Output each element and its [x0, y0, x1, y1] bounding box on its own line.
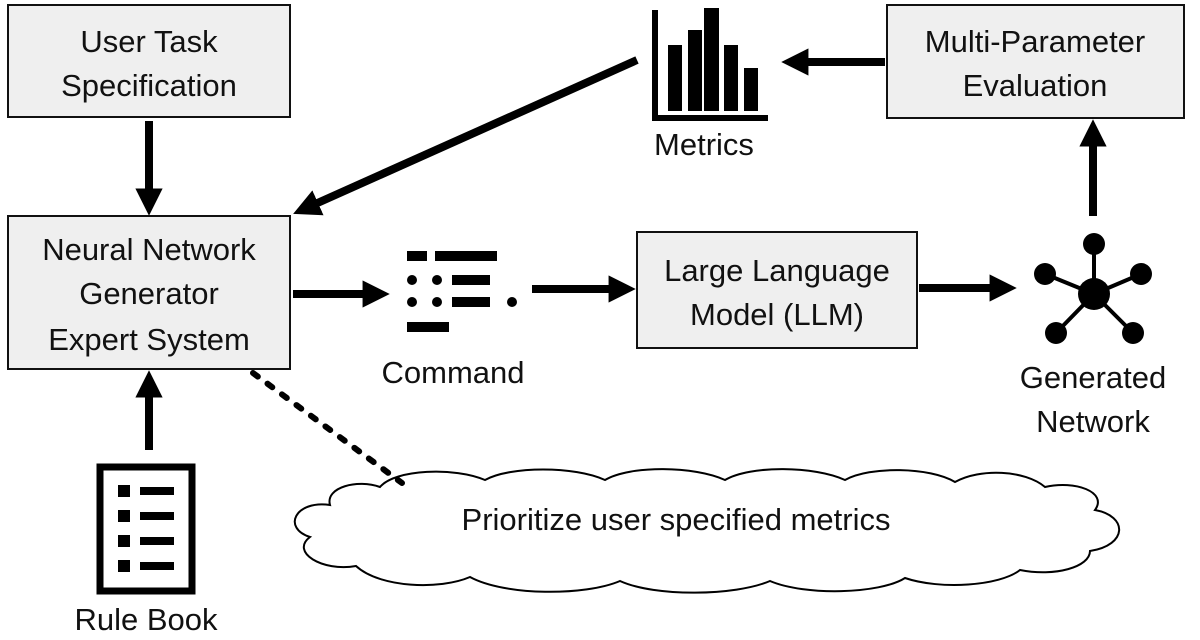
nn-generator-line-1: Neural Network: [42, 232, 256, 267]
checklist-document-icon: [96, 463, 196, 595]
rule-book-label: Rule Book: [74, 602, 218, 637]
user-task-specification-node: User Task Specification: [7, 4, 291, 118]
command-terminal-icon: [407, 251, 517, 332]
nn-generator-expert-system-node: Neural Network Generator Expert System: [7, 215, 291, 370]
nn-generator-line-3: Expert System: [48, 322, 250, 357]
user-task-line-2: Specification: [61, 68, 237, 103]
user-task-line-1: User Task: [80, 24, 218, 59]
arrow-metrics-to-generator: [293, 56, 639, 216]
llm-node: Large Language Model (LLM): [636, 231, 918, 349]
evaluation-line-2: Evaluation: [963, 68, 1108, 103]
cloud-text: Prioritize user specified metrics: [462, 502, 891, 537]
network-graph-icon: [1034, 233, 1152, 344]
prioritize-metrics-cloud: Prioritize user specified metrics: [293, 468, 1121, 594]
command-label: Command: [382, 355, 525, 390]
nn-generator-line-2: Generator: [79, 276, 219, 311]
bar-chart-icon: [652, 8, 768, 121]
generated-network-line-2: Network: [1036, 404, 1150, 439]
dotted-connector: [250, 370, 405, 486]
llm-line-2: Model (LLM): [690, 297, 864, 332]
llm-line-1: Large Language: [664, 253, 890, 288]
evaluation-line-1: Multi-Parameter: [925, 24, 1146, 59]
metrics-label: Metrics: [654, 127, 754, 162]
multi-parameter-evaluation-node: Multi-Parameter Evaluation: [886, 4, 1185, 119]
generated-network-line-1: Generated: [1020, 360, 1167, 395]
